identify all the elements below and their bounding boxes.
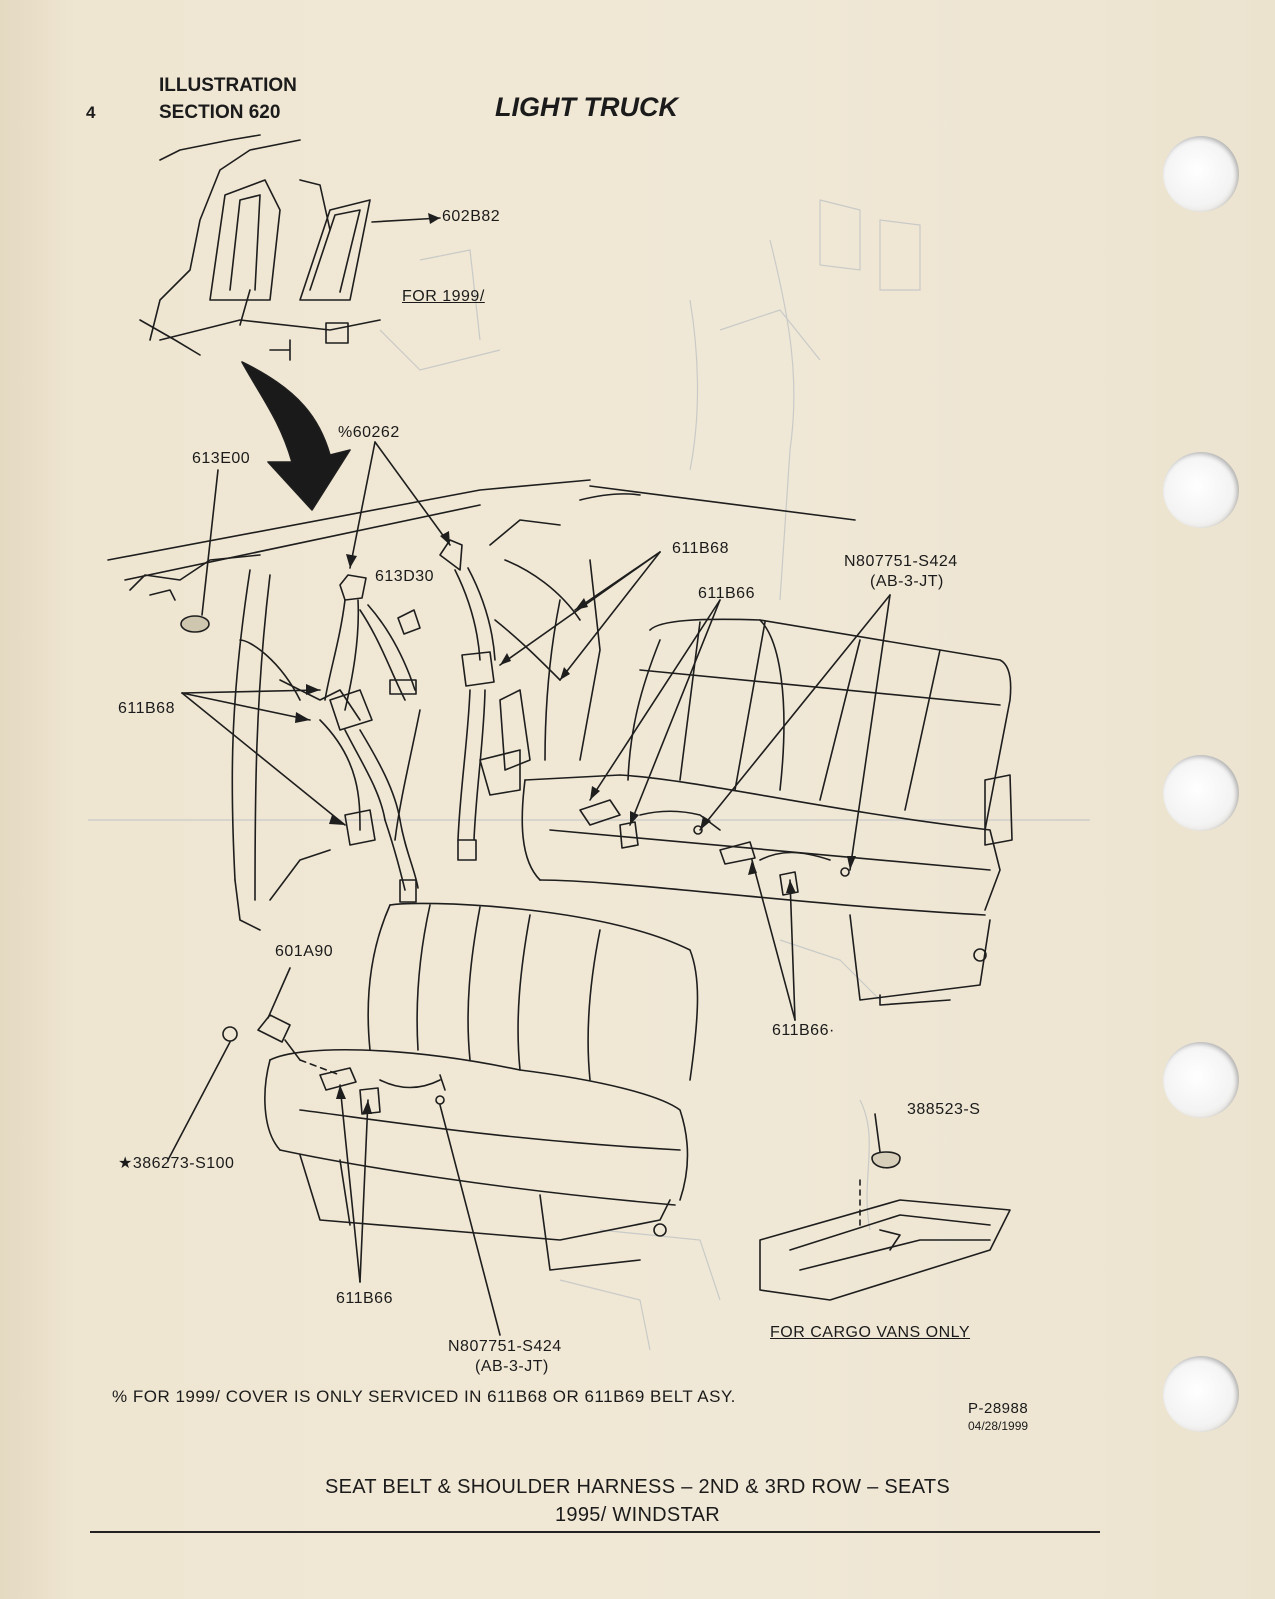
callout-N807751-S424-top: N807751-S424 xyxy=(844,553,958,570)
callout-388523-S: 388523-S xyxy=(907,1101,981,1118)
callout-611B66-bottom: 611B66 xyxy=(336,1290,393,1307)
binder-hole xyxy=(1163,1042,1239,1118)
binder-hole xyxy=(1163,136,1239,212)
caption-line-1: SEAT BELT & SHOULDER HARNESS – 2ND & 3RD… xyxy=(324,1476,951,1498)
callout-386273-S100: ★386273-S100 xyxy=(118,1155,235,1172)
callout-for-1999: FOR 1999/ xyxy=(402,288,485,305)
footnote: % FOR 1999/ COVER IS ONLY SERVICED IN 61… xyxy=(112,1387,736,1406)
main-linework xyxy=(107,134,1013,1336)
callout-AB-3-JT-bottom: (AB-3-JT) xyxy=(475,1358,549,1375)
callout-611B68-left: 611B68 xyxy=(118,700,175,717)
illustration-label: ILLUSTRATION xyxy=(159,75,297,96)
callout-602B82: 602B82 xyxy=(442,208,501,225)
callout-611B66-top: 611B66 xyxy=(698,585,755,602)
caption-line-2: 1995/ WINDSTAR xyxy=(555,1504,720,1526)
binder-hole xyxy=(1163,1356,1239,1432)
bleed-through-artwork xyxy=(88,199,1090,1351)
callout-cargo-vans-only: FOR CARGO VANS ONLY xyxy=(770,1324,971,1341)
callout-N807751-S424-bottom: N807751-S424 xyxy=(448,1338,562,1355)
binder-hole xyxy=(1163,755,1239,831)
page-title: LIGHT TRUCK xyxy=(495,92,678,122)
bottom-rule xyxy=(90,1531,1100,1533)
binder-hole xyxy=(1163,452,1239,528)
callout-60262: %60262 xyxy=(338,424,400,441)
reference-date: 04/28/1999 xyxy=(968,1419,1029,1433)
section-label: SECTION 620 xyxy=(159,102,281,123)
page-number: 4 xyxy=(86,103,96,122)
callout-611B68-top: 611B68 xyxy=(672,540,729,557)
callout-613E00: 613E00 xyxy=(192,450,251,467)
callout-601A90: 601A90 xyxy=(275,943,334,960)
callout-611B66-right: 611B66· xyxy=(772,1022,835,1039)
leader-arrowheads xyxy=(295,213,856,1114)
reference-number: P-28988 xyxy=(968,1400,1029,1417)
callout-613D30: 613D30 xyxy=(375,568,435,585)
callout-AB-3-JT-top: (AB-3-JT) xyxy=(870,573,944,590)
